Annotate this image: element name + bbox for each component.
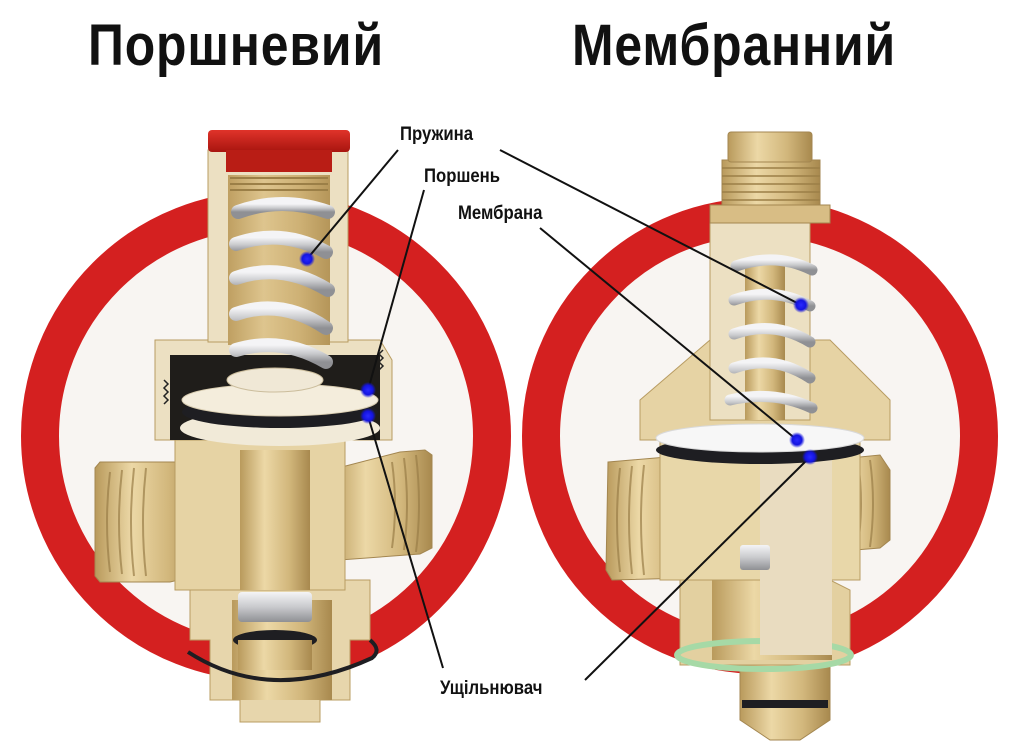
dot-seal-right [802,449,818,465]
label-membrane: Мембрана [458,203,543,224]
leader-seal-right [584,456,811,681]
dot-spring-right [793,297,809,313]
leader-membrane [539,227,798,441]
leader-spring-left [306,149,399,260]
label-seal: Ущільнювач [440,678,543,699]
dot-piston [360,382,376,398]
title-membrane-valve: Мембранний [572,13,897,78]
label-piston: Поршень [424,166,501,187]
membrane-valve-illustration [605,131,891,741]
dot-membrane [789,432,805,448]
label-spring: Пружина [400,124,474,145]
piston-valve-illustration [94,130,433,723]
leader-lines [306,149,811,681]
pointer-dots [299,251,818,465]
leader-seal-left [367,415,444,669]
dot-spring-left [299,251,315,267]
leader-piston [367,189,425,391]
title-piston-valve: Поршневий [88,13,384,78]
leader-spring-right [499,149,802,306]
dot-seal-left [360,408,376,424]
